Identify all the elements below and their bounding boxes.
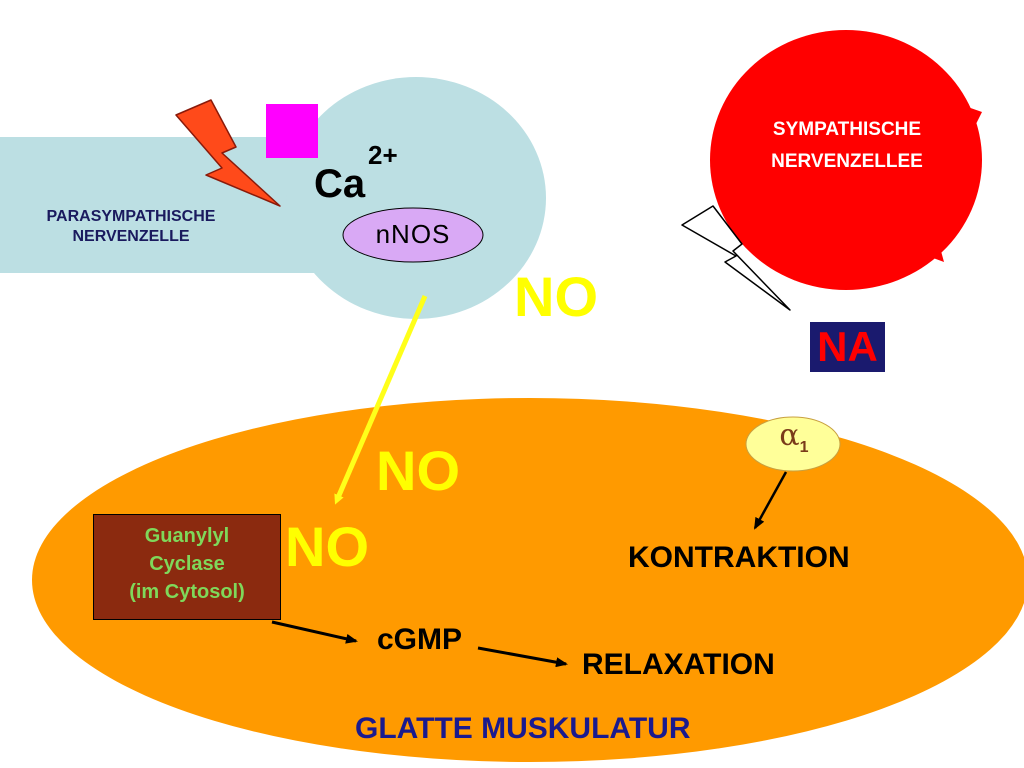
alpha1-receptor-label: α1 — [748, 418, 840, 457]
guanylyl-cyclase-line2: Cyclase — [149, 553, 225, 575]
sympathetic-label-line2: NERVENZELLEE — [771, 151, 923, 172]
sympathetic-nerve-cell — [710, 30, 982, 290]
calcium-symbol: Ca — [314, 162, 366, 206]
calcium-charge: 2+ — [368, 140, 398, 170]
guanylyl-cyclase-line3: (im Cytosol) — [129, 581, 245, 603]
nnos-label: nNOS — [375, 219, 451, 249]
parasympathetic-nerve-cell — [0, 77, 546, 319]
alpha-subscript: 1 — [799, 439, 809, 456]
relaxation-label: RELAXATION — [582, 648, 775, 681]
no-diffusion-arrow — [334, 295, 428, 505]
no-label-middle: NO — [376, 439, 460, 502]
guanylyl-cyclase-label: Guanylyl Cyclase (im Cytosol) — [93, 522, 281, 606]
stimulus-square-icon — [266, 104, 318, 158]
cgmp-to-relaxation-arrow — [477, 646, 568, 668]
alpha1-receptor-ellipse — [745, 416, 841, 472]
parasympathetic-label-line2: NERVENZELLE — [72, 228, 190, 245]
no-label-left: NO — [285, 515, 369, 578]
no-label-top: NO — [514, 265, 598, 328]
nnos-ellipse — [342, 207, 484, 263]
sympathetic-label-line1: SYMPATHISCHE — [772, 119, 922, 140]
cyclase-to-cgmp-arrow — [271, 620, 358, 644]
guanylyl-cyclase-box — [93, 514, 281, 620]
noradrenaline-label: NA — [810, 322, 885, 372]
lightning-icon — [175, 99, 281, 207]
cgmp-label: cGMP — [377, 623, 463, 656]
sympathetic-cell-label: SYMPATHISCHE NERVENZELLEE — [722, 114, 972, 178]
smooth-muscle-label: GLATTE MUSKULATUR — [355, 712, 691, 745]
alpha-symbol: α — [779, 418, 800, 453]
lightning-icon — [681, 205, 791, 311]
parasympathetic-cell-label: PARASYMPATHISCHE NERVENZELLE — [0, 207, 262, 247]
receptor-to-contraction-arrow — [753, 471, 788, 530]
guanylyl-cyclase-line1: Guanylyl — [144, 525, 230, 547]
contraction-label: KONTRAKTION — [628, 541, 850, 574]
parasympathetic-label-line1: PARASYMPATHISCHE — [46, 208, 216, 225]
